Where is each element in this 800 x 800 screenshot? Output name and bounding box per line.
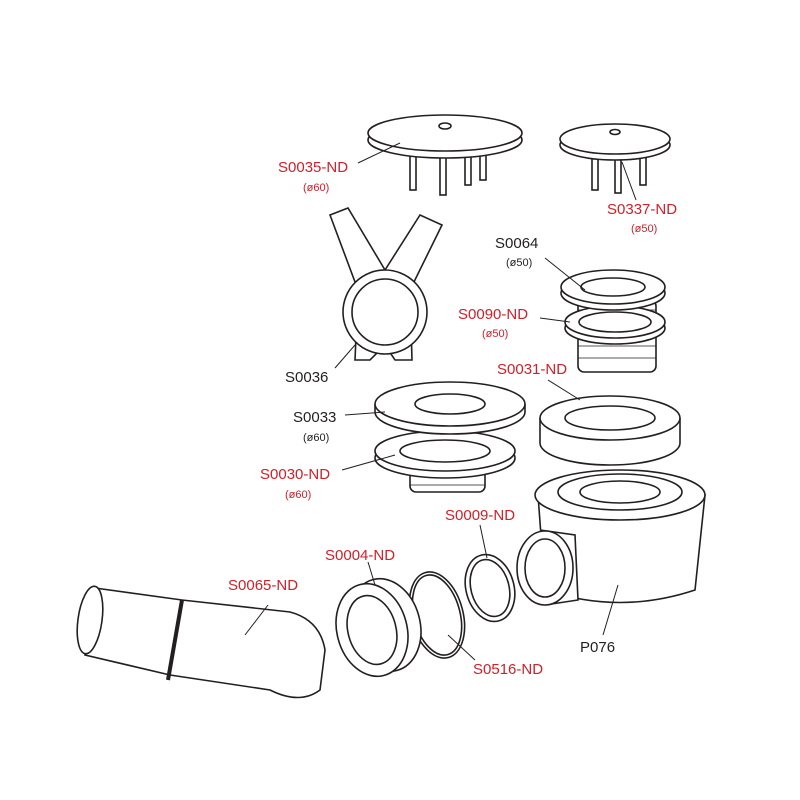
part-s0035-cap bbox=[367, 114, 523, 196]
label-s0064: S0064 bbox=[495, 235, 539, 252]
part-s0516-oring bbox=[408, 571, 466, 659]
label-s0337-nd: S0337-ND bbox=[607, 201, 678, 218]
label-s0004-nd: S0004-ND bbox=[325, 547, 396, 564]
part-s0004-nut bbox=[335, 577, 422, 678]
size-s0033: (ø60) bbox=[303, 432, 330, 444]
part-s0009-ring bbox=[464, 553, 516, 623]
leader-lines bbox=[244, 142, 637, 661]
label-s0090-nd: S0090-ND bbox=[458, 306, 529, 323]
size-s0030-nd: (ø60) bbox=[285, 489, 312, 501]
size-s0035-nd: (ø60) bbox=[303, 182, 330, 194]
label-s0031-nd: S0031-ND bbox=[497, 361, 568, 378]
size-s0090-nd: (ø50) bbox=[482, 328, 509, 340]
label-s0516-nd: S0516-ND bbox=[473, 661, 544, 678]
part-s0036-wrench bbox=[328, 207, 444, 361]
part-s0065-pipe bbox=[76, 585, 326, 699]
part-s0064-s0090-body bbox=[560, 269, 666, 373]
label-s0030-nd: S0030-ND bbox=[260, 466, 331, 483]
size-s0337-nd: (ø50) bbox=[631, 223, 658, 235]
label-p076: P076 bbox=[580, 639, 616, 656]
label-s0065-nd: S0065-ND bbox=[228, 577, 299, 594]
label-s0009-nd: S0009-ND bbox=[445, 507, 516, 524]
part-s0337-cap bbox=[559, 123, 671, 194]
label-s0035-nd: S0035-ND bbox=[278, 159, 349, 176]
label-s0036: S0036 bbox=[285, 369, 329, 386]
part-p076-trap bbox=[516, 469, 706, 606]
part-s0030-s0033-body bbox=[374, 381, 526, 493]
size-s0064: (ø50) bbox=[506, 257, 533, 269]
label-s0033: S0033 bbox=[293, 409, 337, 426]
part-s0031-ring bbox=[539, 395, 681, 466]
